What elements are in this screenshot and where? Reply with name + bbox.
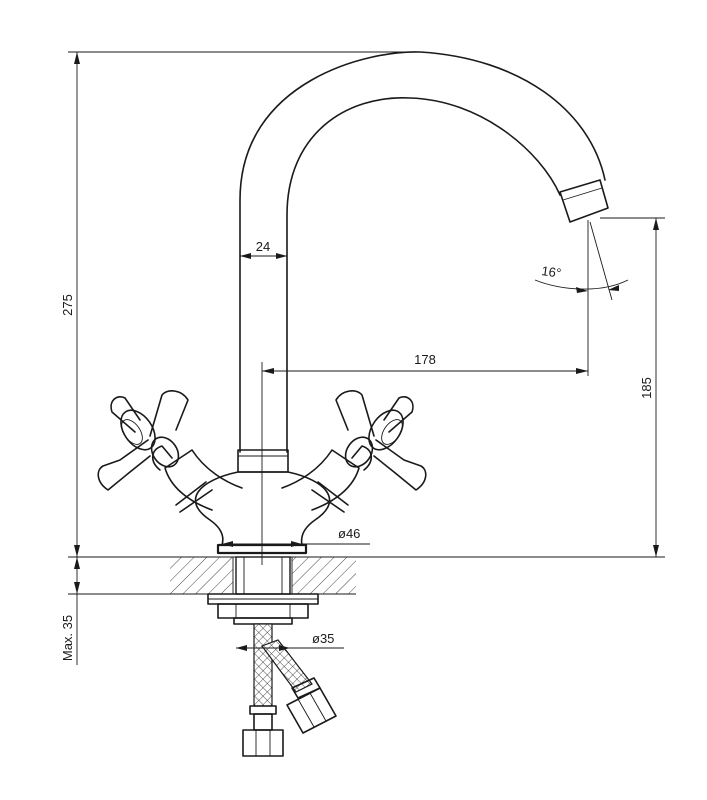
dimension-outlet-height: 185	[639, 218, 659, 557]
dimension-total-height: 275	[60, 52, 80, 557]
dimension-counter-thickness: Max. 35	[60, 557, 80, 665]
dimension-hole-diameter: ø35	[236, 631, 344, 651]
reference-lines	[68, 51, 665, 595]
dimension-label-178: 178	[414, 352, 436, 367]
dimension-spout-tube: 24	[240, 239, 287, 259]
faucet-body	[194, 449, 331, 555]
dimension-label-24: 24	[256, 239, 270, 254]
dimension-base-diameter: ø46	[222, 526, 370, 547]
dimension-label-185: 185	[639, 377, 654, 399]
dimension-spout-reach: 178	[262, 352, 588, 374]
dimension-label-d35: ø35	[312, 631, 334, 646]
right-valve-handle	[281, 390, 427, 513]
dimension-label-275: 275	[60, 294, 75, 316]
spout	[239, 51, 609, 453]
left-valve-handle	[97, 390, 243, 513]
countertop-section	[170, 556, 356, 595]
supply-hoses	[242, 623, 337, 757]
dimension-label-max35: Max. 35	[60, 615, 75, 661]
dimension-label-d46: ø46	[338, 526, 360, 541]
dimension-label-16deg: 16°	[541, 263, 563, 281]
dimension-spout-angle: 16°	[534, 263, 629, 293]
